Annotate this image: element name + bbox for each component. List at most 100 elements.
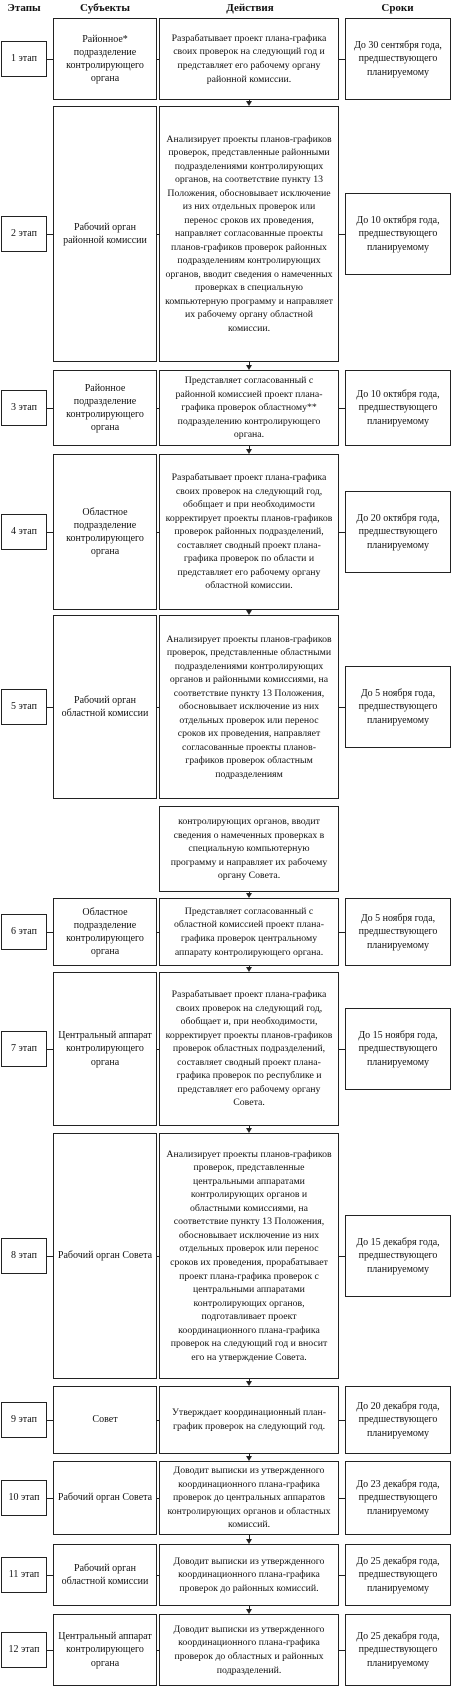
flow-arrow: [246, 610, 252, 615]
stage-box: 2 этап: [1, 216, 47, 252]
connector-line: [339, 532, 345, 533]
connector-line: [157, 1256, 159, 1257]
connector-line: [339, 707, 345, 708]
connector-line: [47, 1049, 53, 1050]
action-box: Разрабатывает проект плана-графика своих…: [159, 972, 339, 1126]
connector-line: [47, 1650, 53, 1651]
flow-line: [249, 446, 250, 450]
flow-arrow: [246, 1456, 252, 1461]
header-stages: Этапы: [7, 2, 41, 14]
stage-box: 12 этап: [1, 1632, 47, 1668]
stage-box: 10 этап: [1, 1480, 47, 1516]
stage-box: 5 этап: [1, 689, 47, 725]
subject-box: Районное* подразделение контролирующего …: [53, 18, 157, 100]
connector-line: [157, 532, 159, 533]
flow-line: [249, 362, 250, 366]
flow-arrow: [246, 449, 252, 454]
header-actions: Действия: [226, 2, 274, 14]
flow-line: [249, 1126, 250, 1129]
deadline-box: До 23 декабря года, предшествующего план…: [345, 1461, 451, 1535]
connector-line: [339, 1256, 345, 1257]
action-box: Доводит выписки из утвержденного координ…: [159, 1544, 339, 1606]
flow-arrow: [246, 1381, 252, 1386]
connector-line: [157, 1049, 159, 1050]
deadline-box: До 15 ноября года, предшествующего плани…: [345, 1008, 451, 1090]
action-box: Представляет согласованный с областной к…: [159, 898, 339, 966]
flow-line: [249, 1379, 250, 1382]
connector-line: [339, 1650, 345, 1651]
connector-line: [157, 1498, 159, 1499]
connector-line: [339, 59, 345, 60]
action-box: Доводит выписки из утвержденного координ…: [159, 1614, 339, 1686]
connector-line: [339, 932, 345, 933]
deadline-box: До 10 октября года, предшествующего план…: [345, 193, 451, 275]
connector-line: [47, 1256, 53, 1257]
stage-box: 7 этап: [1, 1031, 47, 1067]
header-subjects: Субъекты: [80, 2, 130, 14]
connector-line: [47, 1575, 53, 1576]
action-box: Разрабатывает проект плана-графика своих…: [159, 454, 339, 610]
header-deadlines: Сроки: [381, 2, 414, 14]
connector-line: [47, 408, 53, 409]
action-box: Доводит выписки из утвержденного координ…: [159, 1461, 339, 1535]
connector-line: [47, 932, 53, 933]
connector-line: [157, 1575, 159, 1576]
action-box: Анализирует проекты планов-графиков пров…: [159, 1133, 339, 1379]
flow-arrow: [246, 1539, 252, 1544]
stage-box: 11 этап: [1, 1557, 47, 1593]
connector-line: [157, 408, 159, 409]
subject-box: Рабочий орган областной комиссии: [53, 1544, 157, 1606]
action-box: Разрабатывает проект плана-графика своих…: [159, 18, 339, 100]
action-box: Представляет согласованный с районной ко…: [159, 370, 339, 446]
flow-arrow: [246, 1128, 252, 1133]
flow-line: [249, 1454, 250, 1457]
deadline-box: До 25 декабря года, предшествующего план…: [345, 1544, 451, 1606]
subject-box: Областное подразделение контролирующего …: [53, 454, 157, 610]
deadline-box: До 20 октября года, предшествующего план…: [345, 491, 451, 573]
action-box: Утверждает координационный план-график п…: [159, 1386, 339, 1454]
flow-line: [249, 1606, 250, 1610]
action-box: Анализирует проекты планов-графиков пров…: [159, 615, 339, 799]
flow-line: [249, 1535, 250, 1540]
connector-line: [157, 234, 159, 235]
flow-arrow: [246, 893, 252, 898]
connector-line: [339, 1420, 345, 1421]
deadline-box: До 25 декабря года, предшествующего план…: [345, 1614, 451, 1686]
stage-box: 6 этап: [1, 914, 47, 950]
connector-line: [339, 408, 345, 409]
subject-box: Центральный аппарат контролирующего орга…: [53, 1614, 157, 1686]
connector-line: [339, 1049, 345, 1050]
subject-box: Областное подразделение контролирующего …: [53, 898, 157, 966]
connector-line: [339, 1498, 345, 1499]
connector-line: [47, 707, 53, 708]
connector-line: [47, 532, 53, 533]
connector-line: [157, 59, 159, 60]
connector-line: [157, 932, 159, 933]
subject-box: Рабочий орган районной комиссии: [53, 106, 157, 362]
subject-box: Центральный аппарат контролирующего орга…: [53, 972, 157, 1126]
flow-arrow: [246, 101, 252, 106]
connector-line: [47, 59, 53, 60]
deadline-box: До 5 ноября года, предшествующего планир…: [345, 898, 451, 966]
deadline-box: До 15 декабря года, предшествующего план…: [345, 1215, 451, 1297]
flow-arrow: [246, 1609, 252, 1614]
connector-line: [47, 234, 53, 235]
connector-line: [47, 1420, 53, 1421]
deadline-box: До 20 декабря года, предшествующего план…: [345, 1386, 451, 1454]
stage-box: 9 этап: [1, 1402, 47, 1438]
connector-line: [339, 1575, 345, 1576]
stage-box: 1 этап: [1, 41, 47, 77]
stage-box: 4 этап: [1, 514, 47, 550]
flow-arrow: [246, 967, 252, 972]
stage-box: 8 этап: [1, 1238, 47, 1274]
subject-box: Рабочий орган Совета: [53, 1133, 157, 1379]
subject-box: Районное подразделение контролирующего о…: [53, 370, 157, 446]
stage-box: 3 этап: [1, 390, 47, 426]
action-box: Анализирует проекты планов-графиков пров…: [159, 106, 339, 362]
deadline-box: До 30 сентября года, предшествующего пла…: [345, 18, 451, 100]
connector-line: [339, 234, 345, 235]
subject-box: Совет: [53, 1386, 157, 1454]
deadline-box: До 10 октября года, предшествующего план…: [345, 370, 451, 446]
connector-line: [157, 1420, 159, 1421]
subject-box: Рабочий орган областной комиссии: [53, 615, 157, 799]
